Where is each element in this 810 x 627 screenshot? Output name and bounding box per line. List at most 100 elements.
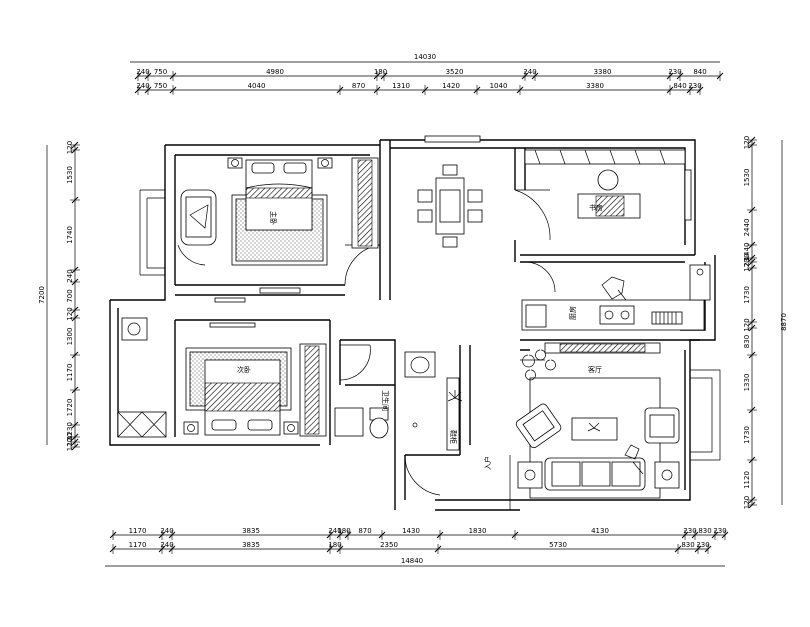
dim-right-label: 1730 — [743, 286, 751, 304]
dim-left-label: 1170 — [66, 364, 74, 382]
shoe-cabinet — [446, 377, 460, 451]
second-bedroom: 次卧 — [117, 317, 327, 438]
dim-bottom-label: 240 — [160, 541, 173, 549]
dim-left-label: 1530 — [66, 166, 74, 184]
nightstand — [183, 421, 199, 435]
dim-left-label: 1230 — [66, 422, 74, 440]
dim-left-label: 120 — [66, 433, 74, 446]
dim-top-label: 4980 — [266, 68, 284, 76]
dim-left-total: 7200 — [38, 286, 46, 304]
kitchen: 厨房 — [521, 264, 711, 331]
dim-bottom-label: 240 — [328, 527, 341, 535]
chair — [467, 209, 483, 223]
dim-bottom-label: 830 — [681, 541, 694, 549]
dim-bottom-label: 1430 — [402, 527, 420, 535]
dim-bottom-label: 2350 — [380, 541, 398, 549]
shoe-cabinet-label: 鞋柜 — [449, 430, 458, 444]
side-table — [654, 461, 680, 489]
dim-top-label: 240 — [136, 82, 149, 90]
dim-right-label: 830 — [743, 335, 751, 348]
study: 书房 — [524, 149, 686, 219]
chair — [417, 189, 433, 203]
dim-left-label: 120 — [66, 307, 74, 320]
dim-right-total: 8870 — [780, 313, 788, 331]
dim-bottom-label: 1170 — [129, 527, 147, 535]
master-bedroom-label: 主卧 — [269, 211, 278, 225]
sink-grid — [651, 311, 683, 325]
dim-top-label: 240 — [136, 68, 149, 76]
dim-right-label: 1440 — [743, 243, 751, 261]
dim-bottom-label: 1170 — [129, 541, 147, 549]
armchair — [515, 403, 562, 449]
bookshelf — [524, 149, 686, 165]
dim-right-label: 120 — [743, 258, 751, 271]
nightstand — [283, 421, 299, 435]
coffee-table — [571, 417, 618, 441]
dim-right-label: 2440 — [743, 219, 751, 237]
nightstand — [317, 157, 333, 169]
dim-bottom-label: 5730 — [549, 541, 567, 549]
dim-bottom-label: 230 — [713, 527, 726, 535]
dim-bottom-label: 3835 — [242, 541, 260, 549]
dim-right-label: 120 — [743, 496, 751, 509]
study-label: 书房 — [589, 203, 603, 212]
dim-bottom-label: 1830 — [469, 527, 487, 535]
chair — [121, 317, 148, 341]
bathroom-label: 卫生间 — [381, 390, 390, 411]
bathroom: 卫生间 鞋柜 — [334, 351, 463, 451]
plant-icon — [587, 422, 601, 432]
living-room: 客厅 入户 — [483, 342, 680, 510]
sink — [689, 264, 711, 301]
dim-top-label: 230 — [688, 82, 701, 90]
stove — [599, 305, 635, 325]
dim-bottom-label: 870 — [358, 527, 371, 535]
desk-chair — [597, 169, 619, 191]
dim-left-label: 1740 — [66, 226, 74, 244]
plant-icon — [447, 390, 463, 402]
master-bedroom: 主卧 — [177, 157, 379, 266]
dim-top-label: 3380 — [586, 82, 604, 90]
dim-left-label: 240 — [66, 269, 74, 282]
dim-top-label: 1040 — [490, 82, 508, 90]
dim-top-label: 840 — [673, 82, 686, 90]
entrance-label: 入户 — [483, 456, 492, 470]
dim-top-label: 840 — [693, 68, 706, 76]
person-icon — [601, 276, 627, 301]
dim-bottom-label: 230 — [696, 541, 709, 549]
dim-left-label: 120 — [66, 141, 74, 154]
dim-bottom-label: 3835 — [242, 527, 260, 535]
dim-top-label: 240 — [523, 68, 536, 76]
dim-right-label: 1730 — [743, 426, 751, 444]
dim-top-label: 1420 — [442, 82, 460, 90]
dim-left-label: 700 — [66, 289, 74, 302]
dim-bottom-total: 14840 — [401, 557, 423, 565]
toilet — [369, 417, 389, 439]
dim-bottom-label: 180 — [328, 541, 341, 549]
dim-left-label: 120 — [66, 438, 74, 451]
kitchen-label: 厨房 — [568, 306, 577, 320]
dim-top-label: 750 — [154, 82, 167, 90]
dim-top-total: 14030 — [414, 53, 436, 61]
dim-left-label: 1720 — [66, 399, 74, 417]
dim-bottom-label: 230 — [683, 527, 696, 535]
side-table — [517, 461, 543, 489]
dim-right-label: 230 — [743, 253, 751, 266]
dim-bottom-label: 240 — [160, 527, 173, 535]
plant-icon — [522, 349, 556, 381]
dim-bottom-label: 830 — [698, 527, 711, 535]
dining-area — [417, 164, 483, 248]
dim-right-label: 1330 — [743, 374, 751, 392]
dim-bottom-label: 180 — [337, 527, 350, 535]
chair — [442, 236, 458, 248]
chair — [467, 189, 483, 203]
dim-right-label: 1120 — [743, 471, 751, 489]
dim-top-label: 1310 — [392, 82, 410, 90]
dim-left-label: 1300 — [66, 328, 74, 346]
second-bedroom-label: 次卧 — [237, 365, 251, 374]
dim-bottom-label: 4130 — [591, 527, 609, 535]
person-icon — [624, 444, 644, 475]
chair — [417, 209, 433, 223]
shower-tray — [334, 407, 364, 437]
